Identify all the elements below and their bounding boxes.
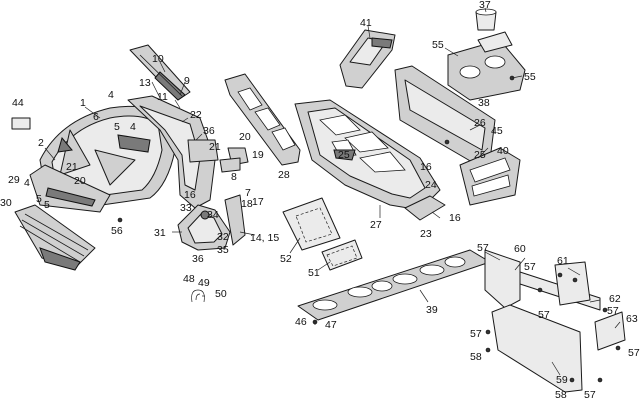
callout-50: 50 [215,288,227,300]
side-guard-rail [519,261,601,311]
callout-6: 6 [93,111,99,123]
hardware-fasteners [117,75,621,383]
callout-16a: 16 [184,189,196,201]
callout-60: 60 [514,243,526,255]
callout-48: 48 [183,273,195,285]
callout-57g: 57 [584,389,596,400]
callout-51: 51 [308,267,320,279]
floor-mat [282,197,341,251]
callout-46: 46 [295,316,307,328]
callout-36b: 36 [192,253,204,265]
callout-4a: 4 [108,89,114,101]
callout-4c: 4 [24,177,30,189]
rear-side-panel [594,311,626,351]
callout-21b: 21 [66,161,78,173]
callout-1: 1 [80,97,86,109]
callout-45: 45 [491,125,503,137]
side-pod [459,147,521,206]
lower-side-panel [491,304,583,393]
callout-26: 26 [474,117,486,129]
callout-57c: 57 [538,309,550,321]
lower-console [177,194,246,251]
callout-4b: 4 [130,121,136,133]
callout-11: 11 [157,91,168,103]
callout-25b: 25 [474,149,486,161]
cup-holder-module [447,31,526,101]
callout-52: 52 [280,253,292,265]
callout-37: 37 [479,0,491,11]
light-bar [129,44,191,101]
cup-insert [475,8,497,31]
callout-2: 2 [38,137,44,149]
callout-5b: 5 [36,193,42,205]
callout-5c: 5 [44,199,50,211]
callout-22: 22 [190,109,202,121]
callout-44: 44 [12,97,24,109]
callout-38: 38 [478,97,490,109]
rear-bulkhead-panel [394,65,496,163]
callout-21a: 21 [209,141,221,153]
callout-57e: 57 [470,328,482,340]
floor-tray [294,99,441,211]
side-guard-upper [484,249,521,309]
callout-17: 17 [252,196,264,208]
callout-49: 49 [198,277,210,289]
callout-57a: 57 [477,242,489,254]
callout-55b: 55 [524,71,536,83]
callout-20b: 20 [74,175,86,187]
callout-31: 31 [154,227,166,239]
callout-57d: 57 [607,305,619,317]
callout-29: 29 [8,174,20,186]
callout-13: 13 [139,77,151,89]
callout-47: 47 [325,319,337,331]
dash-frame [224,73,301,166]
callout-7: 7 [245,187,251,199]
callout-23: 23 [420,228,432,240]
callout-55a: 55 [432,39,444,51]
callout-56: 56 [111,225,123,237]
bracket-group [187,139,249,173]
callout-28: 28 [278,169,290,181]
callout-5a: 5 [114,121,120,133]
callout-18: 18 [241,198,253,210]
callout-58b: 58 [555,389,567,400]
center-console-tower [339,29,396,89]
callout-14-15: 14, 15 [250,232,279,244]
callout-8: 8 [231,171,237,183]
callout-61: 61 [557,255,569,267]
callout-32: 32 [217,231,229,243]
callout-62: 62 [609,293,621,305]
decal-label [11,117,31,130]
callout-41: 41 [360,17,372,29]
callout-57f: 57 [628,347,640,359]
callout-16b: 16 [420,161,432,173]
callout-59: 59 [556,374,568,386]
callout-30: 30 [0,197,12,209]
callout-27: 27 [370,219,382,231]
mount-bracket [404,195,446,221]
callout-19: 19 [252,149,264,161]
callout-58a: 58 [470,351,482,363]
front-grille [14,204,96,271]
callout-25a: 25 [338,149,350,161]
callout-24: 24 [425,179,437,191]
callout-63: 63 [626,313,638,325]
callout-34: 34 [207,209,219,221]
callout-16c: 16 [449,212,461,224]
leader-lines [44,7,621,376]
callout-36a: 36 [203,125,215,137]
callout-20a: 20 [239,131,251,143]
callout-57b: 57 [524,261,536,273]
callout-33: 33 [180,202,192,214]
callout-35: 35 [217,244,229,256]
callout-10: 10 [152,53,164,65]
hood-side-panel [127,95,216,209]
callout-40: 40 [497,145,509,157]
front-nose-assembly [29,105,176,213]
callout-9: 9 [184,75,190,87]
callout-39: 39 [426,304,438,316]
